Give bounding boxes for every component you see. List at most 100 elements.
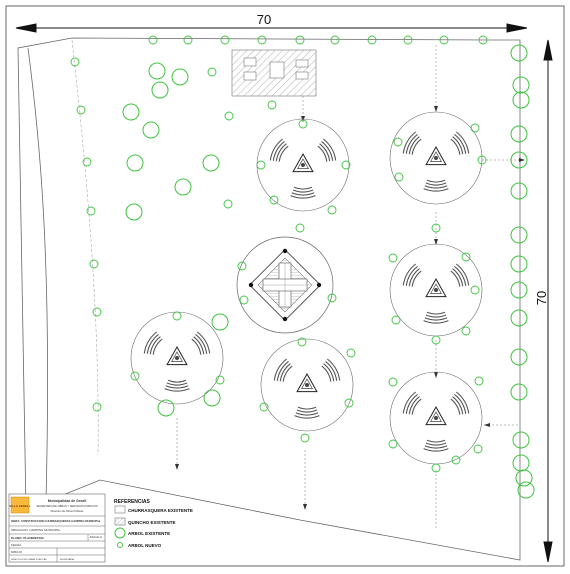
arbol-nuevo-icon (391, 315, 401, 325)
sheet-frame (5, 5, 565, 567)
org-line-3: Direccion de Obras Publicas (51, 509, 84, 513)
arbol-nuevo-icon (327, 205, 337, 215)
arbol-existente-icon (510, 125, 528, 143)
churrasquera-cluster (389, 111, 483, 205)
municipal-logo (10, 496, 30, 514)
arbol-nuevo-icon (239, 295, 249, 305)
right-dimension-label: 70 (534, 291, 549, 305)
arbol-nuevo-icon (172, 311, 182, 321)
arbol-existente-icon (510, 383, 528, 401)
arbol-nuevo-icon (461, 252, 471, 262)
arbol-nuevo-icon (295, 223, 305, 233)
arbol-nuevo-icon (256, 160, 266, 170)
top-dimension (15, 23, 528, 33)
title-block: VILLA GESELL Municipalidad de Gesell SEC… (8, 493, 106, 563)
legend-symbol-arbol-nuevo (116, 541, 124, 549)
arbol-existente-icon (126, 154, 144, 172)
arbol-nuevo-icon (393, 137, 403, 147)
arbol-nuevo-icon (439, 35, 449, 45)
arbol-existente-icon (148, 62, 166, 80)
service-lines (176, 45, 525, 530)
plan-scale: ESCALA (90, 535, 102, 539)
arbol-nuevo-icon (92, 402, 102, 412)
lot-boundary (17, 37, 521, 561)
arbol-existente-icon (512, 76, 530, 94)
project-name: OBRA: CONSTRUCCION CHURRASQUERAS CAMPING… (11, 519, 101, 523)
arbol-nuevo-icon (367, 35, 377, 45)
arbol-nuevo-icon (461, 326, 471, 336)
churrasqueras-layer (130, 111, 483, 465)
churrasquera-cluster (389, 243, 483, 337)
legend-item-arbol-nuevo: ARBOL NUEVO (128, 543, 162, 548)
arbol-nuevo-icon (327, 293, 337, 303)
arbol-existente-icon (171, 68, 189, 86)
arbol-nuevo-icon (394, 172, 404, 182)
right-dimension (543, 39, 553, 563)
arbol-nuevo-icon (388, 377, 398, 387)
arbol-existente-icon (515, 469, 533, 487)
arbol-nuevo-icon (297, 337, 307, 347)
legend: REFERENCIAS CHURRASQUERA EXISTENTE QUINC… (114, 499, 193, 549)
arbol-nuevo-icon (451, 455, 461, 465)
arbol-existente-icon (510, 151, 528, 169)
plan-date: FECHA (11, 543, 21, 547)
plan-name: PLANO: PLANIMETRIA (11, 536, 45, 540)
arbol-nuevo-icon (478, 35, 488, 45)
arbol-nuevo-icon (298, 119, 308, 129)
arbol-nuevo-icon (431, 223, 441, 233)
signature-2: SECRETARIA (60, 558, 74, 561)
arbol-nuevo-icon (431, 335, 441, 345)
legend-symbol-arbol-existente (114, 527, 126, 539)
legend-item-arbol-existente: ARBOL EXISTENTE (128, 531, 170, 536)
arbol-existente-icon (510, 281, 528, 299)
legend-symbol-churrasquera (114, 505, 126, 514)
arbol-existente-icon (512, 454, 530, 472)
signature-1: DIRECCION DE OBRAS PUBLICAS (11, 558, 47, 561)
arbol-existente-icon (203, 389, 221, 407)
arbol-nuevo-icon (82, 157, 92, 167)
churrasquera-cluster (389, 371, 483, 465)
project-location: UBICACION: CAMPING MUNICIPAL (11, 528, 61, 532)
arbol-nuevo-icon (403, 35, 413, 45)
central-plaza (236, 236, 334, 334)
arbol-nuevo-icon (295, 35, 305, 45)
logo-text: VILLA GESELL (9, 504, 31, 508)
arbol-nuevo-icon (346, 348, 356, 358)
top-dimension-label: 70 (257, 12, 271, 27)
arbol-nuevo-icon (330, 35, 340, 45)
arbol-nuevo-icon (148, 35, 158, 45)
legend-title: REFERENCIAS (114, 499, 151, 505)
arbol-existente-icon (510, 226, 528, 244)
arbol-nuevo-icon (223, 199, 233, 209)
arbol-nuevo-icon (388, 253, 398, 263)
arbol-existente-icon (157, 399, 175, 417)
arbol-nuevo-icon (341, 160, 351, 170)
org-line-2: SECRETARIA DE OBRAS Y SERVICIOS PUBLICOS (36, 504, 98, 508)
churrasquera-cluster (130, 311, 224, 405)
arbol-nuevo-icon (92, 307, 102, 317)
arbol-existente-icon (510, 255, 528, 273)
lot-boundary-curve (27, 47, 48, 501)
arbol-existente-icon (202, 154, 220, 172)
arbol-nuevo-icon (267, 100, 277, 110)
arbol-nuevo-icon (477, 155, 487, 165)
arbol-nuevo-icon (183, 35, 193, 45)
quincho-existente (231, 49, 317, 97)
plan-drawn: DIBUJO (11, 550, 23, 554)
arbol-nuevo-icon (257, 35, 267, 45)
legend-item-churrasquera: CHURRASQUERA EXISTENTE (128, 508, 193, 513)
churrasquera-cluster (260, 338, 354, 432)
legend-symbol-quincho (114, 517, 126, 526)
trees-layer (70, 35, 535, 499)
arbol-nuevo-icon (215, 375, 225, 385)
arbol-nuevo-icon (474, 376, 484, 386)
service-line-arrows (175, 106, 525, 510)
arbol-existente-icon (512, 91, 530, 109)
arbol-existente-icon (122, 103, 140, 121)
arbol-existente-icon (151, 81, 169, 99)
arbol-existente-icon (510, 44, 528, 62)
arbol-nuevo-icon (259, 402, 269, 412)
arbol-existente-icon (512, 431, 530, 449)
arbol-nuevo-icon (86, 206, 96, 216)
